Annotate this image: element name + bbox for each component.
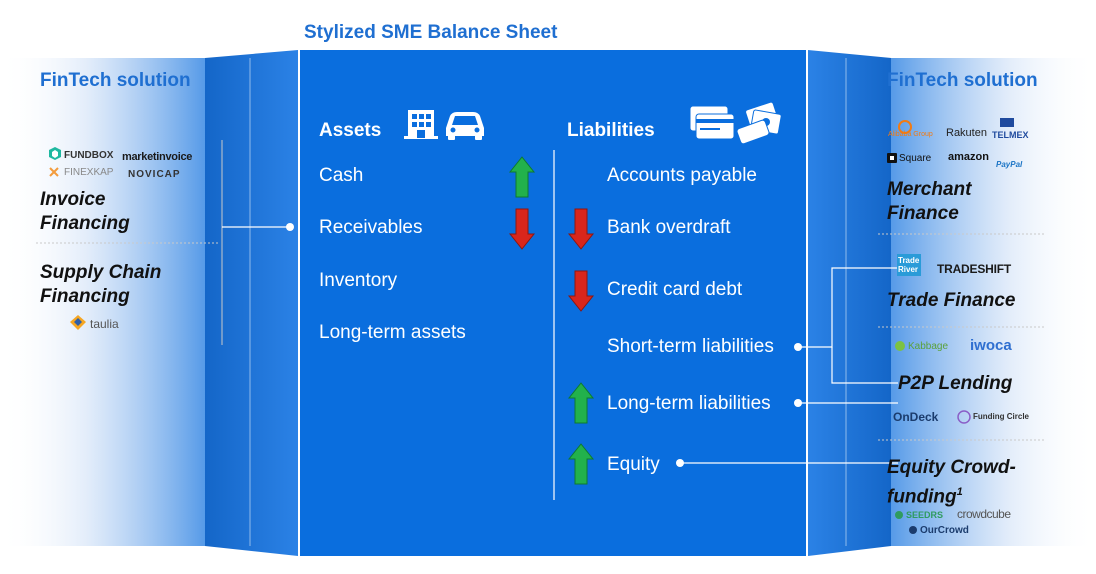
telmex-logo-mark [1000, 118, 1014, 127]
up-arrow-icon-long-term-liabilities [567, 382, 595, 424]
funding-circle-logo: Funding Circle [973, 412, 1029, 421]
iwoca-logo: iwoca [970, 337, 1012, 354]
p2p-lending-label: P2P Lending [898, 373, 1013, 394]
ourcrowd-logo: OurCrowd [920, 525, 969, 536]
marketinvoice-logo: marketinvoice [122, 151, 193, 163]
equity-crowdfunding-label: Equity Crowd-funding1 [887, 456, 1057, 509]
merchant-finance-label: Merchant Finance [887, 179, 972, 224]
finexkap-logo-mark [49, 167, 59, 177]
square-logo: Square [899, 153, 932, 164]
tradeshift-logo: TRADESHIFT [937, 262, 1011, 276]
novicap-logo: NOVICAP [128, 169, 181, 180]
amazon-logo: amazon [948, 151, 989, 163]
trade-river-logo-mark [897, 254, 921, 276]
fundbox-logo-mark [49, 147, 61, 160]
page-title: Stylized SME Balance Sheet [304, 22, 558, 43]
left-wing-panel [205, 50, 298, 556]
asset-cash: Cash [319, 165, 364, 186]
assets-heading: Assets [319, 120, 382, 141]
down-arrow-icon-credit-card-debt [567, 270, 595, 312]
rakuten-logo: Rakuten [946, 127, 987, 139]
cash-icon [736, 102, 782, 145]
liability-bank-overdraft: Bank overdraft [607, 217, 731, 238]
alibaba-logo-mark [898, 120, 912, 134]
liability-accounts-payable: Accounts payable [607, 165, 757, 186]
up-arrow-icon-cash [508, 156, 536, 198]
ourcrowd-logo-mark [909, 526, 917, 534]
telmex-logo: TELMEX [992, 130, 1029, 140]
footnote-marker: 1 [956, 486, 963, 498]
liabilities-heading: Liabilities [567, 120, 655, 141]
fundbox-logo: FUNDBOX [64, 150, 114, 161]
up-arrow-icon-equity [567, 443, 595, 485]
building-icon [404, 110, 438, 139]
liability-short-term-liabilities: Short-term liabilities [607, 336, 774, 357]
supply-chain-financing-label: Supply Chain Financing [40, 262, 162, 307]
short-term-to-p2p-connector [831, 347, 898, 384]
car-icon [446, 112, 484, 140]
seedrs-logo-mark [895, 511, 903, 519]
liability-equity: Equity [607, 454, 660, 475]
funding-circle-logo-mark [957, 410, 971, 424]
ondeck-logo: OnDeck [893, 410, 939, 424]
seedrs-logo: SEEDRS [906, 510, 944, 520]
square-logo-mark [887, 153, 897, 163]
finexkap-logo: FINEXKAP [64, 167, 114, 178]
crowdcube-logo: crowdcube [957, 507, 1011, 521]
taulia-logo-mark [70, 315, 86, 330]
equity-crowdfunding-text: Equity Crowd-funding [887, 457, 1016, 508]
down-arrow-icon-receivables [508, 208, 536, 250]
kabbage-logo: Kabbage [908, 341, 949, 352]
taulia-logo: taulia [90, 317, 119, 331]
liability-credit-card-debt: Credit card debt [607, 279, 743, 300]
left-fintech-heading: FinTech solution [40, 70, 191, 91]
kabbage-logo-mark [895, 341, 905, 351]
trade-river-logo: Trade River [898, 256, 920, 274]
asset-receivables: Receivables [319, 217, 423, 238]
asset-inventory: Inventory [319, 270, 398, 291]
paypal-logo: PayPal [996, 160, 1023, 169]
right-fintech-heading: FinTech solution [887, 70, 1038, 91]
credit-card-icon [689, 105, 735, 140]
short-term-to-trade-connector [798, 267, 898, 348]
down-arrow-icon-bank-overdraft [567, 208, 595, 250]
invoice-financing-label: Invoice Financing [40, 189, 130, 234]
right-wing-panel [808, 50, 891, 556]
asset-long-term-assets: Long-term assets [319, 322, 466, 343]
liability-long-term-liabilities: Long-term liabilities [607, 393, 771, 414]
trade-finance-label: Trade Finance [887, 290, 1016, 311]
alibaba-logo: Alibaba Group [888, 131, 933, 138]
